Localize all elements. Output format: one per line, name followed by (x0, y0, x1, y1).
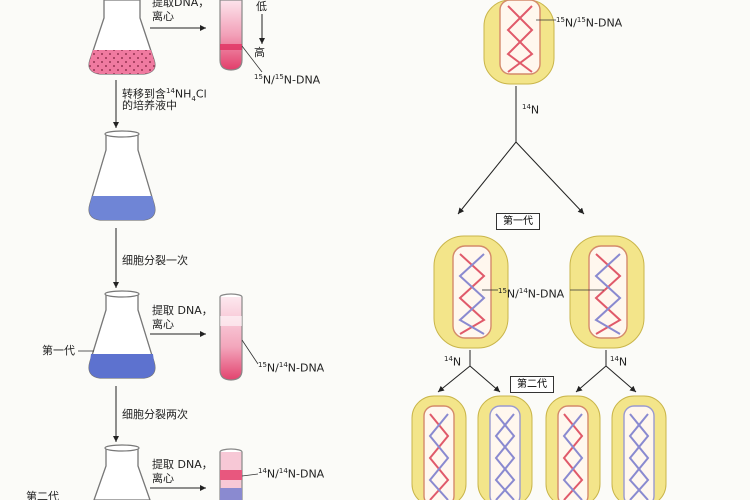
flask-transfer (88, 130, 156, 221)
density-low-label: 低 (256, 0, 267, 13)
step2-extract-label: 提取 DNA， (152, 304, 213, 317)
band2-label: 15N/14N-DNA (258, 361, 325, 375)
cell-gen2-3 (545, 395, 601, 500)
gen1-box: 第一代 (496, 213, 540, 230)
band3-label: 14N/14N-DNA (258, 467, 325, 481)
flask-gen2 (93, 444, 151, 500)
gen2-left-label: 第二代 (26, 490, 59, 500)
n14-top-label: 14N (522, 103, 540, 117)
n14-left-label: 14N (444, 355, 462, 369)
branch-gen2-c (575, 365, 607, 393)
step1-centrifuge-label: 离心 (152, 10, 174, 23)
gen2-box: 第二代 (510, 376, 554, 393)
step3-centrifuge-label: 离心 (152, 472, 174, 485)
branch-gen2-a (437, 365, 471, 393)
n14-right-label: 14N (610, 355, 628, 369)
divide-once-label: 细胞分裂一次 (122, 254, 188, 267)
branch-gen2-b (469, 365, 501, 393)
leader-band1 (241, 45, 263, 73)
divide-twice-label: 细胞分裂两次 (122, 408, 188, 421)
step2-centrifuge-label: 离心 (152, 318, 174, 331)
tube-2 (219, 293, 243, 381)
branch-gen2-d (605, 365, 637, 393)
cell-gen1-left (433, 235, 509, 349)
flask-top (88, 0, 156, 75)
transfer-label: 转移到含14NH4Cl (122, 87, 207, 103)
gen1-dna-label: 15N/14N-DNA (498, 287, 565, 301)
step3-extract-label: 提取 DNA， (152, 458, 213, 471)
tube-3 (219, 448, 243, 500)
transfer-label-line2: 的培养液中 (122, 99, 177, 112)
flask-gen1 (88, 290, 156, 379)
gen1-left-label: 第一代 (42, 344, 75, 357)
cell-gen2-2 (477, 395, 533, 500)
cell-gen2-4 (611, 395, 667, 500)
cell-gen2-1 (411, 395, 467, 500)
branch-left (457, 141, 517, 215)
leader-band3 (241, 473, 259, 477)
branch-right (515, 141, 585, 215)
band1-label: 15N/15N-DNA (254, 73, 321, 87)
density-high-label: 高 (254, 46, 265, 59)
leader-band2 (241, 339, 259, 365)
cell-gen1-right (569, 235, 645, 349)
tube-1 (219, 0, 243, 71)
step1-extract-label: 提取DNA， (152, 0, 210, 9)
parent-dna-label: 15N/15N-DNA (556, 16, 623, 30)
cell-parent (483, 0, 555, 85)
